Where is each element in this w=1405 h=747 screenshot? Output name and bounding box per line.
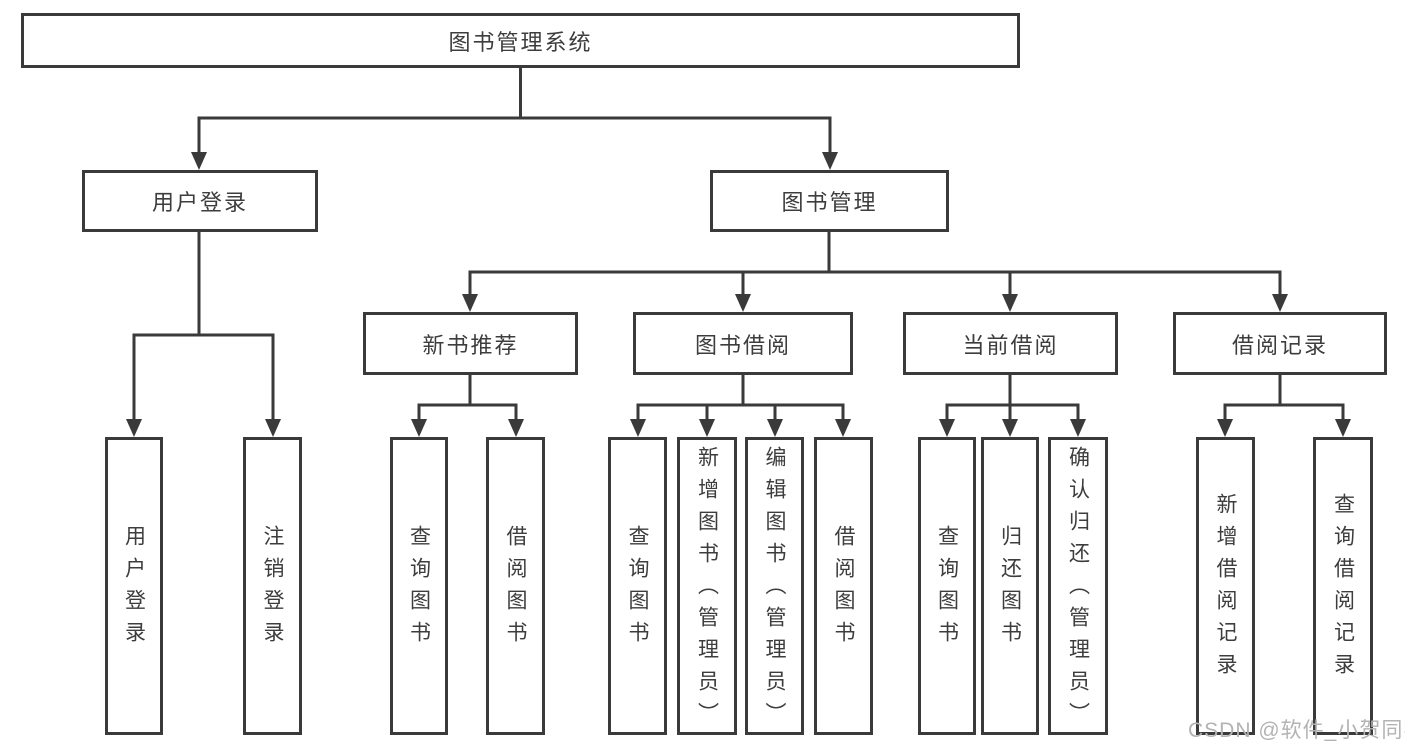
leaf-logout: 注销登录 — [243, 437, 302, 735]
leaf-add-book-admin: 新增图书（管理员） — [677, 437, 737, 735]
leaf-query-books-current: 查询图书 — [918, 437, 976, 735]
node-new-book-recommendation: 新书推荐 — [363, 312, 578, 375]
leaf-user-login: 用户登录 — [105, 437, 163, 735]
leaf-borrow-books: 借阅图书 — [814, 437, 873, 735]
node-user-login: 用户登录 — [82, 170, 318, 232]
node-borrowing-records: 借阅记录 — [1173, 312, 1387, 375]
node-book-management: 图书管理 — [710, 170, 949, 232]
leaf-borrow-books-recommend: 借阅图书 — [486, 437, 545, 735]
node-current-borrowing: 当前借阅 — [903, 312, 1118, 375]
leaf-query-books-recommend: 查询图书 — [390, 437, 448, 735]
watermark-text: CSDN @软件_小贺同学 — [1188, 719, 1405, 742]
node-library-management-system: 图书管理系统 — [21, 13, 1020, 68]
node-book-borrowing: 图书借阅 — [633, 312, 853, 375]
leaf-add-borrowing-record: 新增借阅记录 — [1196, 437, 1255, 735]
leaf-confirm-return-admin: 确认归还（管理员） — [1048, 437, 1108, 735]
leaf-return-book: 归还图书 — [981, 437, 1039, 735]
leaf-query-books-borrowing: 查询图书 — [608, 437, 667, 735]
leaf-edit-book-admin: 编辑图书（管理员） — [745, 437, 804, 735]
leaf-query-borrowing-record: 查询借阅记录 — [1313, 437, 1373, 735]
